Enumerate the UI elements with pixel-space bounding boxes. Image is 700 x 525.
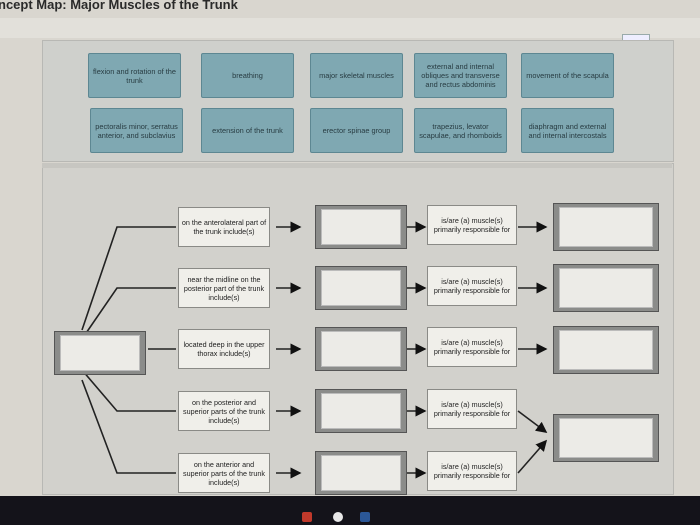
relation-box-2: is/are (a) muscle(s) primarily responsib… <box>427 266 517 306</box>
location-box-2: near the midline on the posterior part o… <box>178 268 270 308</box>
drop-target-root[interactable] <box>54 331 146 375</box>
drop-target-muscles-2[interactable] <box>315 266 407 310</box>
chip-extension[interactable]: extension of the trunk <box>201 108 294 153</box>
drop-target-muscles-3[interactable] <box>315 327 407 371</box>
drop-target-muscles-5[interactable] <box>315 451 407 495</box>
chip-trapezius[interactable]: trapezius, levator scapulae, and rhomboi… <box>414 108 507 153</box>
drop-target-function-3[interactable] <box>553 326 659 374</box>
chip-flexion[interactable]: flexion and rotation of the trunk <box>88 53 181 98</box>
location-box-1: on the anterolateral part of the trunk i… <box>178 207 270 247</box>
drop-target-muscles-4[interactable] <box>315 389 407 433</box>
page-title: ncept Map: Major Muscles of the Trunk <box>0 0 238 12</box>
chip-external-internal[interactable]: external and internal obliques and trans… <box>414 53 507 98</box>
drop-target-function-4[interactable] <box>553 414 659 462</box>
relation-box-4: is/are (a) muscle(s) primarily responsib… <box>427 389 517 429</box>
relation-box-3: is/are (a) muscle(s) primarily responsib… <box>427 327 517 367</box>
browser-icon[interactable] <box>333 512 343 522</box>
header-strip <box>0 18 700 38</box>
location-box-3: located deep in the upper thorax include… <box>178 329 270 369</box>
chip-movement-scapula[interactable]: movement of the scapula <box>521 53 614 98</box>
location-box-4: on the posterior and superior parts of t… <box>178 391 270 431</box>
drop-target-function-2[interactable] <box>553 264 659 312</box>
board-strip <box>42 163 672 168</box>
chip-major-skeletal[interactable]: major skeletal muscles <box>310 53 403 98</box>
location-box-5: on the anterior and superior parts of th… <box>178 453 270 493</box>
relation-box-5: is/are (a) muscle(s) primarily responsib… <box>427 451 517 491</box>
chip-diaphragm[interactable]: diaphragm and external and internal inte… <box>521 108 614 153</box>
taskbar-app-icon[interactable] <box>302 512 312 522</box>
word-icon[interactable] <box>360 512 370 522</box>
drop-target-muscles-1[interactable] <box>315 205 407 249</box>
chip-erector[interactable]: erector spinae group <box>310 108 403 153</box>
chip-breathing[interactable]: breathing <box>201 53 294 98</box>
relation-box-1: is/are (a) muscle(s) primarily responsib… <box>427 205 517 245</box>
taskbar <box>0 496 700 525</box>
drop-target-function-1[interactable] <box>553 203 659 251</box>
chip-pectoralis[interactable]: pectoralis minor, serratus anterior, and… <box>90 108 183 153</box>
